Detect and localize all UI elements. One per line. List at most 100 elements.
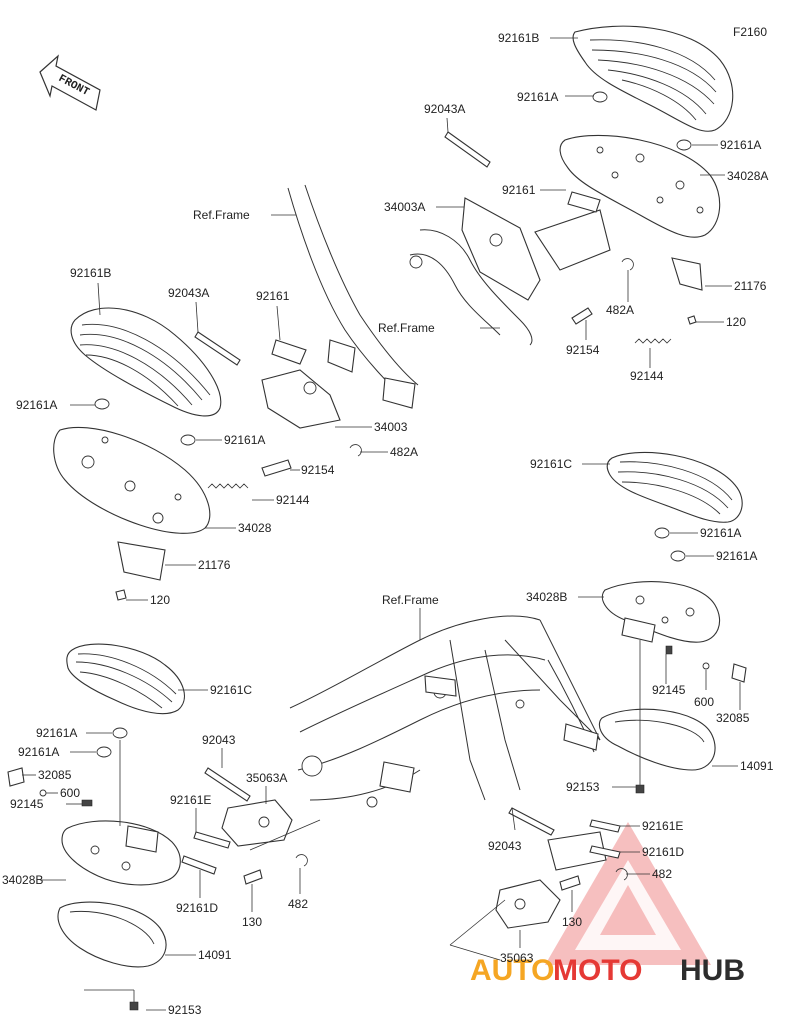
watermark: AUTO MOTO HUB [470,822,745,987]
label-tl-92154: 92154 [301,463,335,477]
label-bl-32085: 32085 [38,768,72,782]
footboard-pad-mid-right [606,451,743,523]
rubber-14091-right [598,708,716,771]
label-bl-14091: 14091 [198,948,232,962]
label-tl-92144: 92144 [276,493,310,507]
label-tr-21176: 21176 [734,279,767,293]
screw-92153-left [129,1001,139,1011]
pin-92043-right [508,807,555,836]
spring-92144-top [634,338,672,344]
label-mr-14091: 14091 [740,759,774,773]
label-tr-120: 120 [726,315,746,329]
bracket-34003A [461,197,541,301]
label-tl-92161B: 92161B [70,266,111,280]
label-mr-92153: 92153 [566,780,600,794]
label-mr-92145: 92145 [652,683,686,697]
front-arrow-icon [39,54,101,111]
label-tl-92161: 92161 [256,289,290,303]
label-tl-482A: 482A [390,445,418,459]
label-bc-92043: 92043 [202,733,236,747]
label-bl-92161C: 92161C [210,683,252,697]
label-bl-92145: 92145 [10,797,44,811]
spring-92145-left [81,799,93,807]
footboard-pad-bottom-left [66,643,185,715]
pin-92161E-center [193,831,231,849]
label-bl-92153: 92153 [168,1003,202,1017]
label-bc-92161E: 92161E [170,793,211,807]
bolt-130-right [559,875,581,891]
bracket-21176-left [117,541,166,581]
pin-92043A-left [194,331,241,366]
top-left-assembly [53,184,419,601]
label-tr-34003A: 34003A [384,200,425,214]
label-bl-600: 600 [60,786,80,800]
rubber-14091-left [57,901,167,968]
bracket-21176-top [671,257,703,291]
label-tr-92144: 92144 [630,369,664,383]
label-mr-92161A-2: 92161A [716,549,757,563]
clip-482A-left [349,444,362,457]
label-bl-92161A-1: 92161A [36,726,77,740]
label-tl-21176: 21176 [198,558,231,572]
label-br-92161D: 92161D [642,845,684,859]
footboard-base-34028A [559,134,721,238]
ball-600-left [39,789,47,797]
bottom-center-assembly [181,767,308,885]
label-br-92161E: 92161E [642,819,683,833]
label-tr-92161: 92161 [502,183,536,197]
footboard-pad-top-right [572,25,734,132]
label-tl-92161A-2: 92161A [224,433,265,447]
pin-92161E-right [589,819,621,833]
spring-92144-left [207,483,249,489]
label-tr-92043A: 92043A [424,102,465,116]
bracket-34003 [261,369,341,429]
center-frame [289,615,601,808]
label-br-35063: 35063 [500,951,534,965]
spring-92145-right [665,645,673,655]
label-tr-34028A: 34028A [727,169,768,183]
label-bl-92161A-2: 92161A [18,745,59,759]
pin-92161D-right [589,845,621,859]
label-mr-34028B: 34028B [526,590,567,604]
footboard-base-34028B-right [601,581,720,643]
front-arrow: FRONT [39,54,101,111]
label-tr-92161A-1: 92161A [517,90,558,104]
label-tl-ref-frame: Ref.Frame [193,208,250,222]
label-br-482: 482 [652,867,672,881]
label-mr-600: 600 [694,695,714,709]
bolt-130-center [243,869,263,885]
footboard-pad-top-left [70,307,222,417]
bolt-120-left [115,589,127,601]
label-tl-92043A: 92043A [168,286,209,300]
screw-92153-right [635,784,645,794]
bolt-92154-left [261,459,292,477]
label-center-ref-frame: Ref.Frame [382,593,439,607]
bottom-right-assembly [495,807,628,929]
plate-32085-left [7,767,25,787]
diagram-code: F2160 [733,25,767,39]
clip-482A-top [621,258,634,271]
label-bc-130: 130 [242,915,262,929]
label-mr-92161A-1: 92161A [700,526,741,540]
label-tr-482A: 482A [606,303,634,317]
pin-92043-center [204,767,251,802]
top-right-assembly [409,25,734,346]
watermark-triangle-core [600,885,656,935]
footboard-base-34028 [53,426,211,534]
footboard-base-34028B-left [61,820,181,886]
label-tr-92161B: 92161B [498,31,539,45]
label-bc-482: 482 [288,897,308,911]
bolt-120-top [687,315,697,325]
label-mr-92161C: 92161C [530,457,572,471]
label-bc-92161D: 92161D [176,901,218,915]
pin-92043A-top [444,131,491,168]
watermark-hub: HUB [680,954,745,987]
label-tl-92161A-1: 92161A [16,398,57,412]
label-tr-92154: 92154 [566,343,600,357]
watermark-moto: MOTO [553,954,642,987]
pin-92161D-center [181,855,217,875]
label-tr-ref-frame: Ref.Frame [378,321,435,335]
clip-482-center [295,854,308,867]
bottom-left-assembly [7,643,185,1011]
